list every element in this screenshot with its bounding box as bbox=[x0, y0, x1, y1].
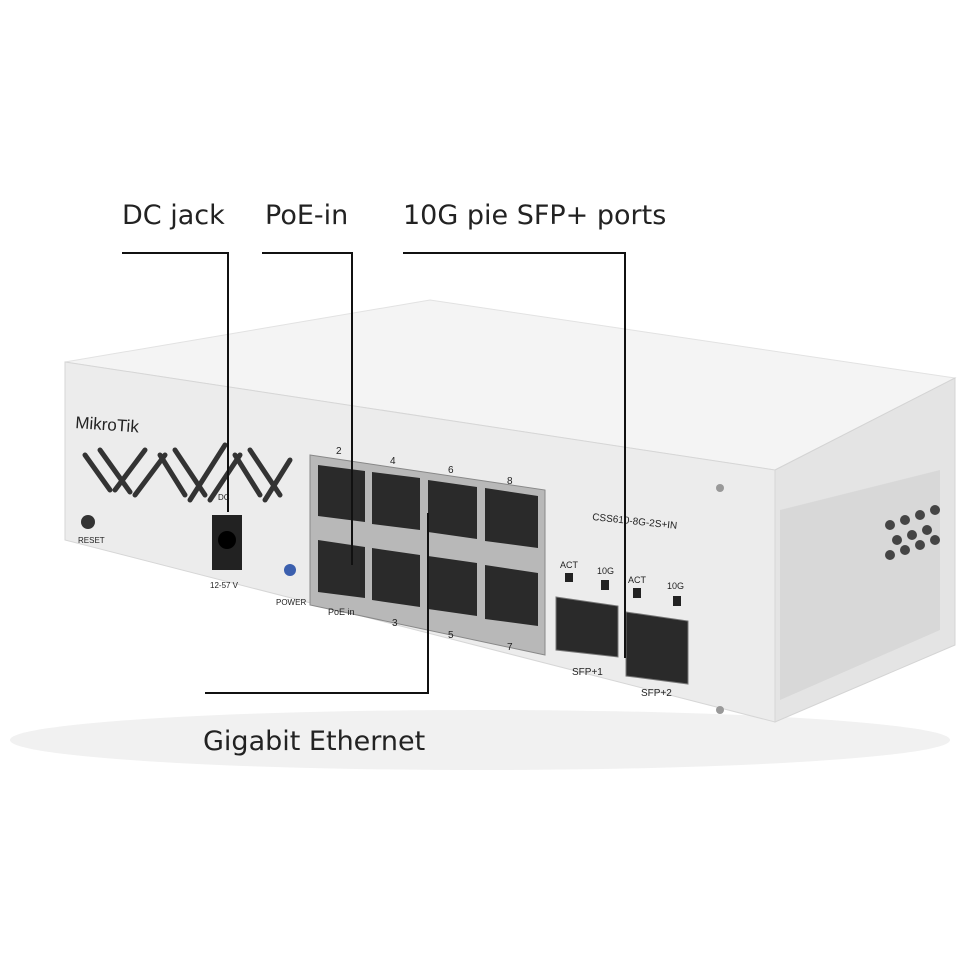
sfp1-speed-label: 10G bbox=[597, 566, 614, 576]
port-label: PoE in bbox=[328, 607, 355, 617]
port-label: 5 bbox=[448, 630, 454, 641]
sfp2-port bbox=[625, 611, 689, 685]
port-label: 8 bbox=[507, 476, 513, 487]
port-label: 4 bbox=[390, 456, 396, 467]
dc-label: DC bbox=[218, 493, 230, 502]
port-label: 2 bbox=[336, 446, 342, 457]
sfp1-act-label: ACT bbox=[560, 560, 579, 570]
callout-gigabit-ethernet: Gigabit Ethernet bbox=[203, 726, 426, 757]
sfp2-act-label: ACT bbox=[628, 575, 647, 585]
sfp2-speed-label: 10G bbox=[667, 581, 684, 591]
side-vent bbox=[885, 505, 940, 560]
sfp2-label: SFP+2 bbox=[641, 688, 672, 699]
front-vent bbox=[82, 442, 293, 503]
callout-lines bbox=[122, 252, 626, 694]
callout-dc-jack: DC jack bbox=[122, 200, 225, 231]
callout-sfp-ports: 10G pie SFP+ ports bbox=[403, 200, 667, 231]
reset-label: RESET bbox=[78, 536, 105, 545]
sfp1-label: SFP+1 bbox=[572, 667, 603, 678]
port-label: 6 bbox=[448, 465, 454, 476]
callout-poe-in: PoE-in bbox=[265, 200, 349, 231]
power-led bbox=[284, 564, 296, 576]
port-label: 3 bbox=[392, 618, 398, 629]
reset-button bbox=[81, 515, 95, 529]
sfp1-port bbox=[555, 596, 619, 658]
power-label: POWER bbox=[276, 598, 306, 607]
voltage-label: 12-57 V bbox=[210, 581, 239, 590]
brand-logo: MikroTik bbox=[75, 413, 140, 436]
port-label: 7 bbox=[507, 642, 513, 653]
